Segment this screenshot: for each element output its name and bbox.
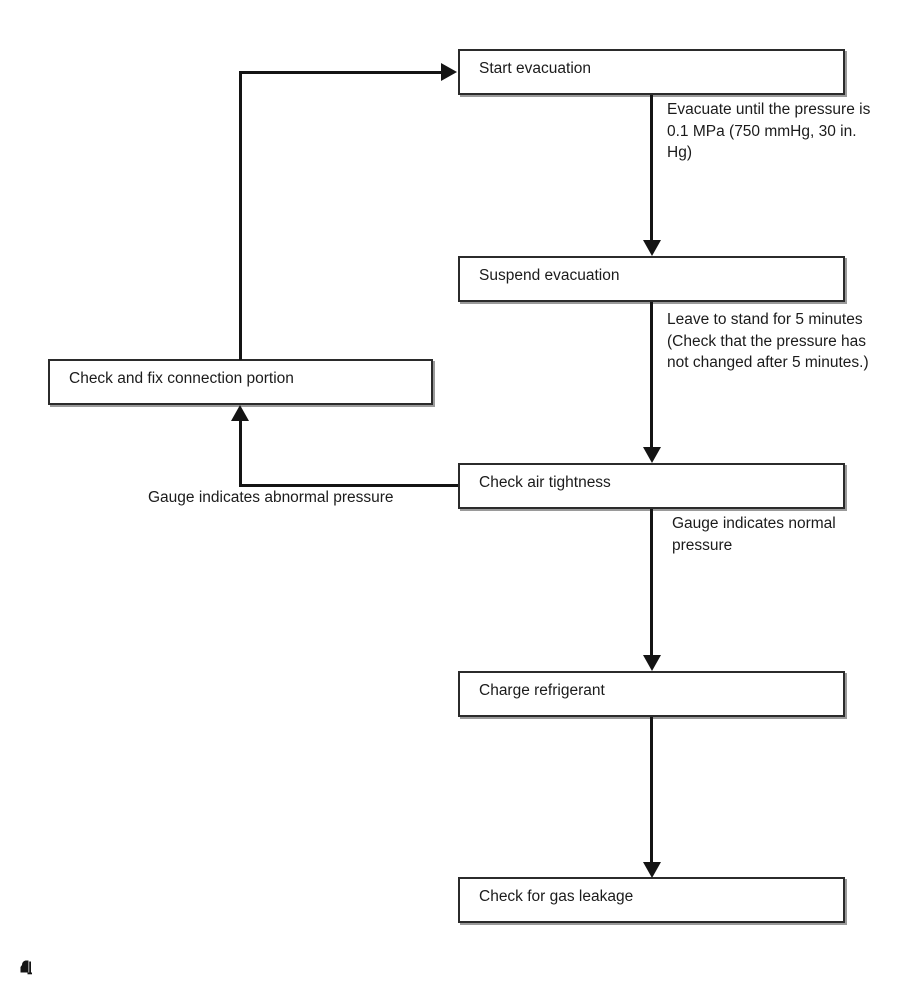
edge-charge-to-leakage-line <box>650 717 653 864</box>
flow-node-start-evacuation: Start evacuation <box>458 49 845 95</box>
edge-fix-to-start-vline <box>239 71 242 360</box>
arrow-up-icon <box>231 405 249 421</box>
flow-node-label: Check and fix connection portion <box>69 370 294 387</box>
arrow-right-icon <box>441 63 457 81</box>
edge-label-normal-pressure-note: Gauge indicates normal pressure <box>672 515 836 554</box>
flow-node-suspend-evacuation: Suspend evacuation <box>458 256 845 302</box>
arrow-down-icon <box>643 655 661 671</box>
edge-start-to-suspend-line <box>650 95 653 242</box>
edge-label-evacuate-note: Evacuate until the pressure is 0.1 MPa (… <box>667 101 871 161</box>
page-mark-icon <box>19 958 34 977</box>
edge-label-abnormal-pressure-note: Gauge indicates abnormal pressure <box>148 489 394 506</box>
flow-node-label: Check for gas leakage <box>479 888 634 905</box>
edge-label-stand-note: Leave to stand for 5 minutes (Check that… <box>667 311 869 371</box>
flow-node-label: Check air tightness <box>479 474 611 491</box>
edge-airtight-to-charge-line <box>650 509 653 657</box>
flow-node-charge-refrigerant: Charge refrigerant <box>458 671 845 717</box>
edge-suspend-to-airtight-line <box>650 302 653 449</box>
flow-node-check-fix-connection: Check and fix connection portion <box>48 359 433 405</box>
edge-airtight-to-fix-hline <box>239 484 458 487</box>
flow-node-label: Suspend evacuation <box>479 267 620 284</box>
arrow-down-icon <box>643 240 661 256</box>
flow-node-label: Charge refrigerant <box>479 682 605 699</box>
edge-fix-to-start-hline <box>239 71 442 74</box>
edge-airtight-to-fix-vline <box>239 420 242 487</box>
arrow-down-icon <box>643 862 661 878</box>
flow-node-check-gas-leakage: Check for gas leakage <box>458 877 845 923</box>
flow-node-check-air-tightness: Check air tightness <box>458 463 845 509</box>
arrow-down-icon <box>643 447 661 463</box>
flow-node-label: Start evacuation <box>479 60 592 77</box>
